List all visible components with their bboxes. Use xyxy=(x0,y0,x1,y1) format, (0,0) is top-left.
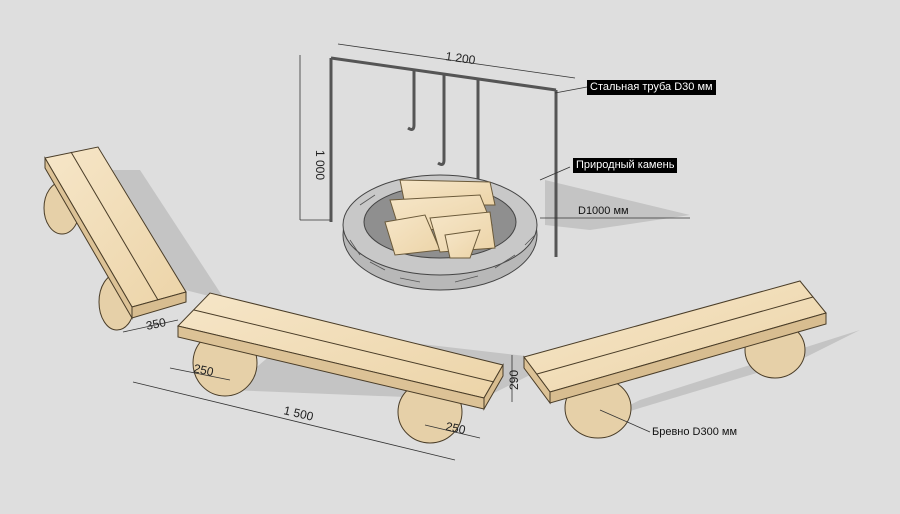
bench-front xyxy=(177,292,504,444)
dim-bench-width: 350 xyxy=(145,315,168,333)
dim-bench-height: 290 xyxy=(507,370,521,390)
dim-bench-length: 1 500 xyxy=(282,403,315,423)
dimension-lines xyxy=(122,43,690,461)
callout-log: Бревно D300 мм xyxy=(652,426,738,438)
hook-3 xyxy=(471,79,480,191)
callout-natural-stone: Природный камень xyxy=(573,158,678,173)
fire-pit xyxy=(342,174,538,291)
callout-pit-diameter: D1000 мм xyxy=(578,205,629,217)
dim-frame-height: 1 000 xyxy=(313,150,327,180)
hook-2 xyxy=(437,74,446,166)
callout-steel-pipe: Стальная труба D30 мм xyxy=(587,80,716,95)
dim-log-length-left: 250 xyxy=(192,361,215,379)
dim-log-length-right: 250 xyxy=(444,419,467,437)
dim-frame-width: 1 200 xyxy=(445,49,477,67)
bench-right xyxy=(523,280,827,439)
hook-1 xyxy=(407,70,416,131)
bench-left xyxy=(43,146,187,331)
